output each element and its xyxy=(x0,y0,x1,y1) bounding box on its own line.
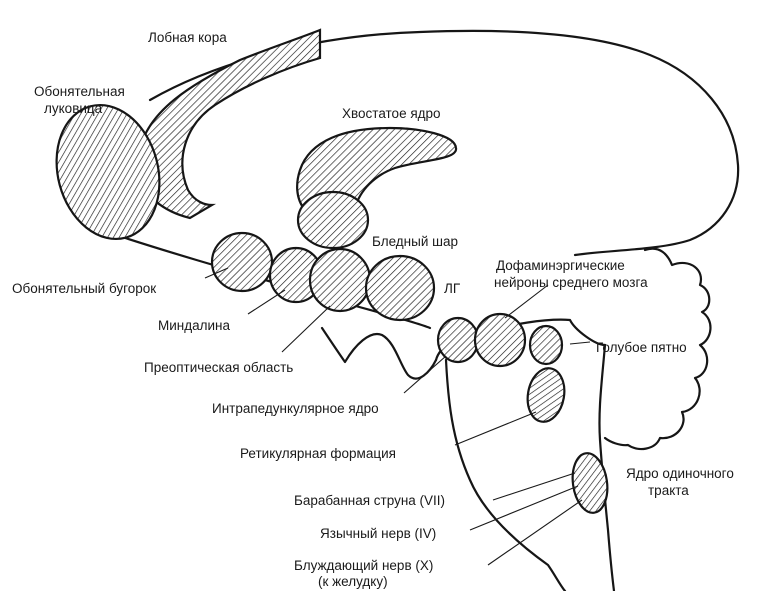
label-frontal-cortex: Лобная кора xyxy=(148,30,227,45)
interpeduncular-structure xyxy=(438,318,478,362)
leader-amygdala xyxy=(248,290,285,314)
olfactory-bulb-structure xyxy=(42,93,174,250)
preoptic-structure xyxy=(310,249,370,311)
leader-reticular xyxy=(455,412,536,445)
label-lh: ЛГ xyxy=(444,281,461,296)
leader-interpeduncular xyxy=(404,356,446,393)
globus-pallidus-structure xyxy=(298,192,368,248)
label-interpeduncular: Интрапедункулярное ядро xyxy=(212,401,379,416)
label-dopamine-2: нейроны среднего мозга xyxy=(494,275,648,290)
frontal-cortex-structure xyxy=(138,30,320,218)
label-olfactory-bulb-2: луковица xyxy=(44,101,103,116)
olfactory-tubercle-structure xyxy=(212,233,272,291)
label-chorda: Барабанная струна (VII) xyxy=(294,493,445,508)
label-olfactory-tubercle: Обонятельный бугорок xyxy=(12,281,156,296)
label-locus-coeruleus: Голубое пятно xyxy=(596,340,687,355)
leader-locus xyxy=(570,342,590,344)
label-dopamine-1: Дофаминэргические xyxy=(496,258,625,273)
label-vagus-1: Блуждающий нерв (X) xyxy=(294,558,433,573)
reticular-formation-structure xyxy=(524,365,569,424)
hypothalamus-outline xyxy=(322,328,436,379)
label-lingual: Язычный нерв (IV) xyxy=(320,526,436,541)
dopamine-neurons-structure xyxy=(475,314,525,366)
label-globus-pallidus: Бледный шар xyxy=(372,234,458,249)
label-caudate: Хвостатое ядро xyxy=(342,106,441,121)
label-amygdala: Миндалина xyxy=(158,318,231,333)
leader-chorda xyxy=(493,473,575,500)
label-vagus-2: (к желудку) xyxy=(318,574,388,589)
label-solitary-1: Ядро одиночного xyxy=(626,466,734,481)
label-solitary-2: тракта xyxy=(648,483,689,498)
label-reticular: Ретикулярная формация xyxy=(240,446,396,461)
label-preoptic: Преоптическая область xyxy=(144,360,293,375)
lh-structure xyxy=(366,256,434,320)
locus-coeruleus-structure xyxy=(530,326,562,364)
label-olfactory-bulb-1: Обонятельная xyxy=(34,84,125,99)
